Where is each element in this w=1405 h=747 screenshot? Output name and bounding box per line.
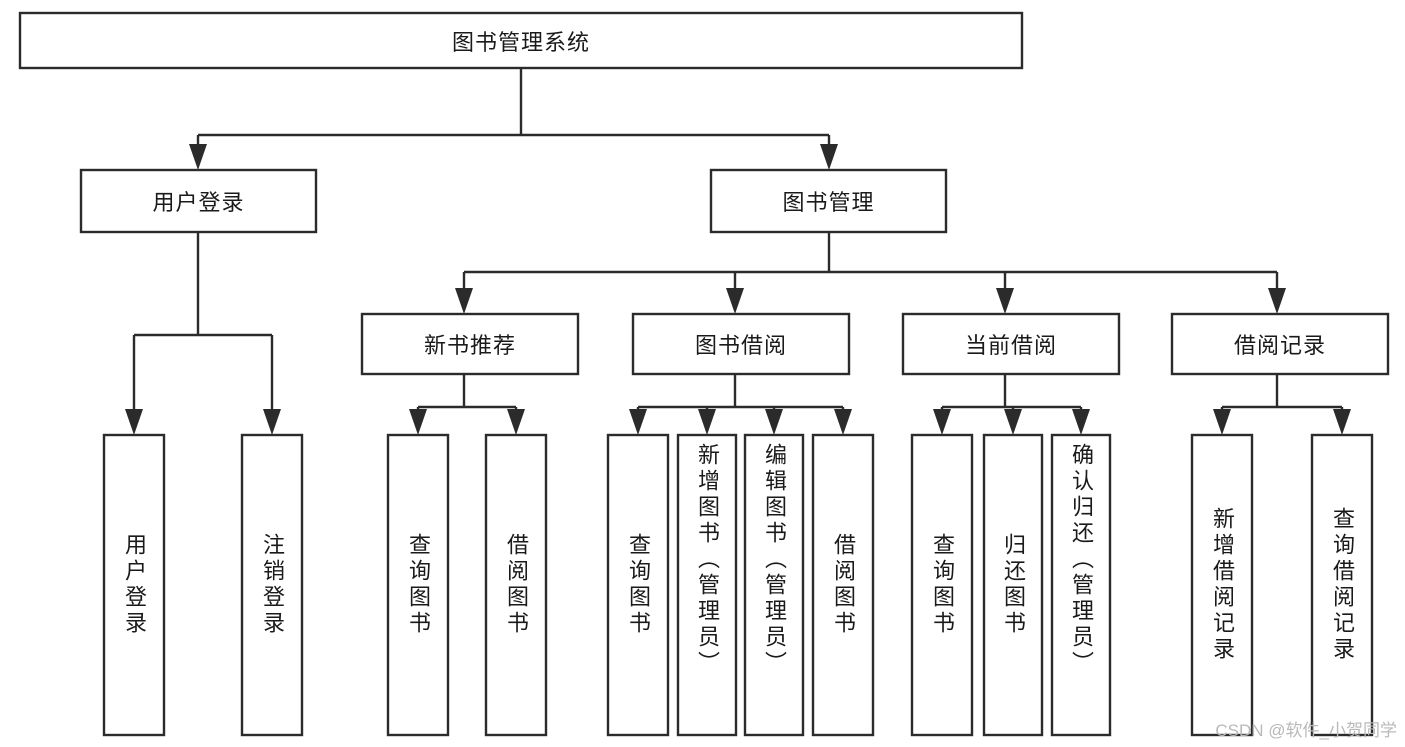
- node-leaf-return-book[interactable]: [982, 433, 1044, 737]
- node-user-login[interactable]: [79, 168, 318, 234]
- connector-group-records: [1213, 374, 1351, 435]
- connector-group-new-books: [409, 374, 525, 435]
- node-leaf-query-borrow-record[interactable]: [1310, 433, 1374, 737]
- connector-group-book-mgmt: [455, 232, 1286, 314]
- arrowhead-records-to-leaf1: [1213, 409, 1231, 435]
- node-leaf-logout[interactable]: [240, 433, 304, 737]
- node-leaf-query-book-a[interactable]: [386, 433, 450, 737]
- node-root[interactable]: [18, 11, 1024, 70]
- connector-group-user-login: [125, 232, 281, 435]
- connector-group-borrow: [629, 374, 852, 435]
- arrowhead-current-to-leaf1: [933, 409, 951, 435]
- arrowhead-current-to-leaf2: [1004, 409, 1022, 435]
- arrowhead-records-to-leaf2: [1333, 409, 1351, 435]
- node-borrow-records[interactable]: [1170, 312, 1390, 376]
- arrowhead-borrow-to-leaf3: [765, 409, 783, 435]
- node-current-borrow[interactable]: [901, 312, 1121, 376]
- node-new-book-recommend[interactable]: [360, 312, 580, 376]
- csdn-watermark: CSDN @软件_小贺同学: [1215, 721, 1397, 740]
- arrowhead-root-to-book-mgmt: [820, 144, 838, 170]
- arrowhead-user-login-to-leaf1: [125, 409, 143, 435]
- node-leaf-add-borrow-record[interactable]: [1190, 433, 1254, 737]
- connector-group-root: [189, 68, 838, 170]
- arrowhead-new-books-to-leaf2: [507, 409, 525, 435]
- node-book-borrow[interactable]: [631, 312, 851, 376]
- node-leaf-confirm-return-admin[interactable]: [1050, 433, 1112, 737]
- node-leaf-query-book-b[interactable]: [606, 433, 670, 737]
- arrowhead-current-to-leaf3: [1072, 409, 1090, 435]
- arrowhead-book-mgmt-to-current: [996, 288, 1014, 314]
- node-leaf-user-login[interactable]: [102, 433, 166, 737]
- node-leaf-borrow-book-b[interactable]: [811, 433, 875, 737]
- arrowhead-user-login-to-leaf2: [263, 409, 281, 435]
- arrowhead-borrow-to-leaf2: [698, 409, 716, 435]
- arrowhead-book-mgmt-to-records: [1268, 288, 1286, 314]
- arrowhead-new-books-to-leaf1: [409, 409, 427, 435]
- node-leaf-query-book-c[interactable]: [910, 433, 974, 737]
- node-book-management[interactable]: [709, 168, 948, 234]
- arrowhead-borrow-to-leaf4: [834, 409, 852, 435]
- connector-group-current: [933, 374, 1090, 435]
- arrowhead-book-mgmt-to-borrow: [726, 288, 744, 314]
- arrowhead-book-mgmt-to-new-books: [455, 288, 473, 314]
- arrowhead-root-to-user-login: [189, 144, 207, 170]
- node-leaf-edit-book-admin[interactable]: [743, 433, 805, 737]
- node-leaf-add-book-admin[interactable]: [676, 433, 738, 737]
- node-leaf-borrow-book-a[interactable]: [484, 433, 548, 737]
- arrowhead-borrow-to-leaf1: [629, 409, 647, 435]
